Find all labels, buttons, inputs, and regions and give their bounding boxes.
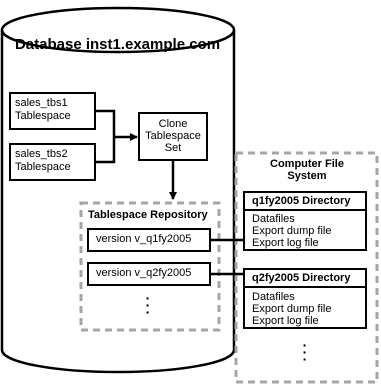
- file-system-ellipsis: · · ·: [302, 337, 308, 367]
- clone-line-1: Clone: [158, 118, 188, 130]
- tablespace-2-name: sales_tbs2: [15, 148, 68, 160]
- clone-tablespace-set-label: Clone Tablespace Set: [139, 118, 207, 154]
- clone-line-2: Tablespace: [145, 130, 201, 142]
- tablespace-2-label: sales_tbs2 Tablespace: [15, 148, 71, 174]
- tablespace-connectors: [95, 109, 138, 164]
- repository-ellipsis: · · ·: [145, 290, 151, 320]
- file-system-title: Computer File System: [237, 158, 377, 182]
- repository-title: Tablespace Repository: [88, 209, 208, 221]
- tablespace-1-name: sales_tbs1: [15, 97, 68, 109]
- file-system-title-line-2: System: [287, 170, 327, 182]
- directory-1-title: q1fy2005 Directory: [252, 195, 351, 207]
- tablespace-1-label: sales_tbs1 Tablespace: [15, 97, 71, 123]
- directory-box-1: [243, 191, 367, 251]
- directory-2-title: q2fy2005 Directory: [252, 272, 351, 284]
- directory-1-item: Datafiles: [252, 213, 295, 225]
- database-title: Database inst1.example.com: [14, 36, 221, 53]
- version-1-label: version v_q1fy2005: [96, 233, 192, 245]
- directory-1-item: Export log file: [252, 237, 319, 249]
- directory-box-2: [243, 268, 367, 329]
- version-2-label: version v_q2fy2005: [96, 267, 192, 279]
- clone-tablespace-set-box: [138, 112, 208, 161]
- directory-2-item: Export dump file: [252, 303, 332, 315]
- file-system-title-line-1: Computer File: [270, 158, 344, 170]
- directory-2-item: Export log file: [252, 315, 319, 327]
- directory-1-item: Export dump file: [252, 225, 332, 237]
- tablespace-2-type: Tablespace: [15, 161, 71, 173]
- tablespace-1-type: Tablespace: [15, 110, 71, 122]
- clone-line-3: Set: [164, 142, 182, 154]
- directory-2-item: Datafiles: [252, 291, 295, 303]
- directory-1-items: Datafiles Export dump file Export log fi…: [252, 213, 331, 249]
- tablespace-box-1: [9, 92, 96, 130]
- directory-2-items: Datafiles Export dump file Export log fi…: [252, 291, 331, 327]
